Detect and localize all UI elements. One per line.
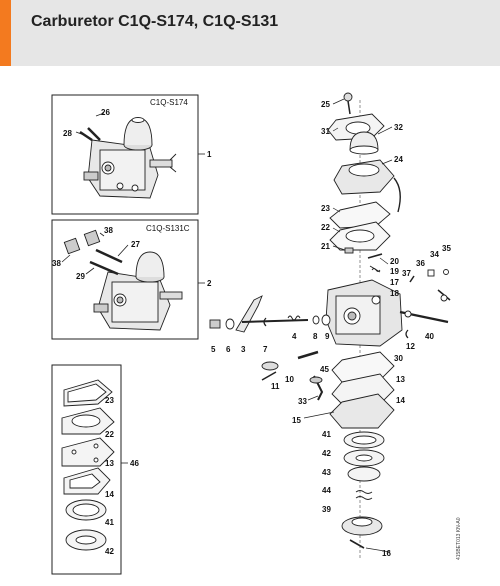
label-31: 31 <box>321 127 330 136</box>
label-16: 16 <box>382 549 391 558</box>
label-42: 42 <box>322 449 331 458</box>
label-33: 33 <box>298 397 307 406</box>
label-30: 30 <box>394 354 403 363</box>
label-38-box2-left: 38 <box>52 259 61 268</box>
label-22: 22 <box>321 223 330 232</box>
label-21: 21 <box>321 242 330 251</box>
label-17: 17 <box>390 278 399 287</box>
label-12: 12 <box>406 342 415 351</box>
label-43: 43 <box>322 468 331 477</box>
label-45: 45 <box>320 365 329 374</box>
label-22-kit: 22 <box>105 430 114 439</box>
label-2: 2 <box>207 279 212 288</box>
label-11: 11 <box>271 382 280 391</box>
label-9: 9 <box>325 332 330 341</box>
label-19: 19 <box>390 267 399 276</box>
label-27-box2: 27 <box>131 240 140 249</box>
exploded-view-drawing <box>209 92 451 560</box>
repair-kit-drawing <box>61 379 115 551</box>
box2-title: C1Q-S131C <box>146 224 190 233</box>
label-8: 8 <box>313 332 318 341</box>
header-accent-bar <box>0 0 11 66</box>
label-10: 10 <box>285 375 294 384</box>
label-41: 41 <box>322 430 331 439</box>
carburetor-c1q-s131c-drawing <box>61 229 183 331</box>
label-18: 18 <box>390 289 399 298</box>
label-41-kit: 41 <box>105 518 114 527</box>
label-5: 5 <box>211 345 216 354</box>
label-28-box1: 28 <box>63 129 72 138</box>
label-7: 7 <box>263 345 268 354</box>
label-6: 6 <box>226 345 231 354</box>
label-34: 34 <box>430 250 439 259</box>
label-23-kit: 23 <box>105 396 114 405</box>
label-37: 37 <box>402 269 411 278</box>
leader-lines <box>303 98 393 553</box>
label-4: 4 <box>292 332 297 341</box>
carburetor-c1q-s174-drawing <box>75 112 177 199</box>
label-13-kit: 13 <box>105 459 114 468</box>
label-14: 14 <box>396 396 405 405</box>
label-3: 3 <box>241 345 246 354</box>
label-29-box2: 29 <box>76 272 85 281</box>
label-40: 40 <box>425 332 434 341</box>
label-24: 24 <box>394 155 403 164</box>
label-39: 39 <box>322 505 331 514</box>
label-44: 44 <box>322 486 331 495</box>
label-36: 36 <box>416 259 425 268</box>
label-1: 1 <box>207 150 212 159</box>
page-title: Carburetor C1Q-S174, C1Q-S131 <box>31 13 279 30</box>
label-14-kit: 14 <box>105 490 114 499</box>
box1-title: C1Q-S174 <box>150 98 188 107</box>
label-20: 20 <box>390 257 399 266</box>
label-32: 32 <box>394 123 403 132</box>
label-26-box1: 26 <box>101 108 110 117</box>
header-bar <box>0 0 500 66</box>
label-42-kit: 42 <box>105 547 114 556</box>
label-13: 13 <box>396 375 405 384</box>
label-38-box2-top: 38 <box>104 226 113 235</box>
label-35: 35 <box>442 244 451 253</box>
document-code: 415BET013 KN-A0 <box>456 517 462 560</box>
label-25: 25 <box>321 100 330 109</box>
label-23: 23 <box>321 204 330 213</box>
label-15: 15 <box>292 416 301 425</box>
label-46: 46 <box>130 459 139 468</box>
